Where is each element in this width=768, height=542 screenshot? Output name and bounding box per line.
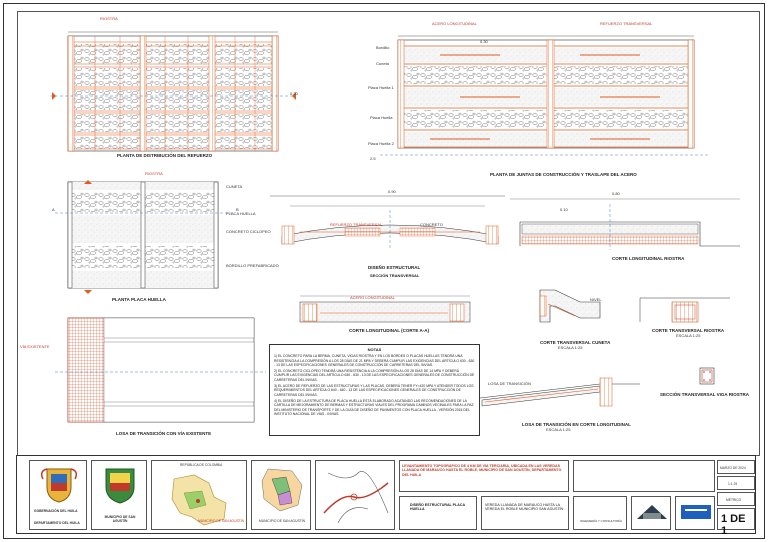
label-acero-cut: ACERO LONGITUDINAL [350,295,395,300]
label-bordillo-pre: BORDILLO PREFABRICADO [226,263,279,268]
joints-plan [380,35,710,156]
sheet-number: 1 DE 1 [721,513,746,537]
date-text: MARZO DE 2024 [720,466,746,470]
label-concreto-cut: CONCRETO [420,222,443,227]
note-3: 3) EL ACERO DE REFUERZO DE LAS ESTRUCTUR… [274,384,474,397]
rostra-section [699,367,715,385]
title-rostra-cut: CORTE TRANSVERSAL RIOSTRA [652,328,725,333]
muni-san-agustin-text: MUNICIPIO DE SAN AGUSTÍN [104,515,136,523]
label-bordillo: Bordillo [376,45,390,50]
label-rev-a: A [52,207,55,212]
location-box: VEREDA LLANADA DE MARAUCO HASTA LA VERED… [481,496,569,530]
label-placa-huella-2: Placa Huella 2 [368,141,394,146]
san-agustin-logo-box: MUNICIPIO DE SAN AGUSTÍN [91,460,147,530]
location-map-icon [323,471,389,524]
title-structural-design: DISEÑO ESTRUCTURAL [368,265,421,270]
firm-logo-icon [681,505,711,519]
title-transition-slab: LOSA DE TRANSICIÓN CON VÍA EXISTENTE [116,431,212,436]
label-rev-b: B [236,207,239,212]
label-dim-e: 0.80 [612,191,620,196]
cross-section [270,195,505,250]
date-box: MARZO DE 2024 [717,460,755,474]
building-logo-icon [637,505,667,519]
dept-huila-text: DEPARTAMENTO DEL HUILA [34,521,80,525]
note-4: 4) EL DISEÑO DE LA ESTRUCTURA DE PLACA H… [274,398,474,416]
gov-huila-text: GOBERNACIÓN DEL HUILA [34,509,78,513]
company-text: INGENIERÍA Y CONSULTORÍA [579,519,623,523]
label-acero: ACERO LONGITUDINAL [432,21,477,26]
title-rostra-section: SECCIÓN TRANSVERSAL VIGA RIOSTRA [660,392,750,397]
logo3-box [675,496,715,530]
label-via-existente: VÍA EXISTENTE [20,344,50,349]
info-grid [573,460,715,492]
note-1: 1) EL CONCRETO PARA LA BERMA, CUNETA, VI… [274,354,475,367]
content-box: DISEÑO ESTRUCTURAL PLACA HUELLA [399,496,477,530]
muni-huila-text: MUNICIPIO DE SAN AGUSTÍN [259,519,305,523]
title-rostra-long-cut: CORTE LONGITUDINAL RIOSTRA [612,256,685,261]
gov-huila-logo-box: GOBERNACIÓN DEL HUILA DEPARTAMENTO DEL H… [29,460,87,530]
rostra-long-cut [510,198,740,250]
label-scale-cuneta: ESCALA 1:25 [558,345,583,350]
label-refuerzo-cut: REFUERZO TRANSVERSAL [330,222,383,227]
location-text: VEREDA LLANADA DE MARAUCO HASTA LA VERED… [485,503,564,512]
label-placa-huella: Placa Huella [370,115,393,120]
notes-box: NOTAS 1) EL CONCRETO PARA LA BERMA, CUNE… [269,344,480,436]
units-text: MÉTRICO [726,498,742,502]
republic-text: REPÚBLICA DE COLOMBIA [180,463,223,467]
reinforcement-plan [50,31,296,152]
scale-text: 1:1 25 [728,482,738,486]
company-box: INGENIERÍA Y CONSULTORÍA [573,496,627,530]
title-long-cut-a: CORTE LONGITUDINAL (CORTE A-A) [349,328,429,333]
colombia-map-icon [171,474,227,526]
label-scale-transition: ESCALA 1:25 [546,427,571,432]
title-block: GOBERNACIÓN DEL HUILA DEPARTAMENTO DEL H… [16,455,756,537]
content-text: DISEÑO ESTRUCTURAL PLACA HUELLA [410,503,465,512]
label-cuneta-huella: CUNETA [226,184,243,189]
label-dim-d: 0.90 [388,189,396,194]
project-box: LEVANTAMIENTO TOPOGRÁFICO DE 4 KM DE VÍA… [399,460,569,492]
colombia-map-box: REPÚBLICA DE COLOMBIA MUNICIPIO DE SAN A… [151,460,247,530]
label-riostra-top: RIOSTRA [100,16,118,21]
label-cuneta: Cuneta [376,61,389,66]
label-riostra-huella: RIOSTRA [145,171,163,176]
title-reinforcement-plan: PLANTA DE DISTRIBUCIÓN DEL REFUERZO [117,153,213,158]
label-dim-c: 0.10 [560,207,568,212]
units-box: MÉTRICO [717,492,755,506]
label-scale-rostra: ESCALA 1:25 [676,333,701,338]
logo2-box [631,496,671,530]
title-cuneta-cut: CORTE TRANSVERSAL CUNETA [540,340,611,345]
cuneta-cut [539,289,601,323]
label-dim-b: 0.20 [290,91,298,96]
label-transition: LOSA DE TRANSICIÓN [488,381,531,386]
title-placa-huella-plan: PLANTA PLACA HUELLA [112,297,166,302]
title-joints-plan: PLANTA DE JUNTAS DE CONSTRUCCIÓN Y TRASL… [490,172,637,177]
label-refuerzo: REFUERZO TRANSVERSAL [600,21,653,26]
note-2: 2) EL CONCRETO CICLOPEO TENDRÁ UNA RESIS… [274,369,475,382]
label-dim-a: 0.30 [480,39,488,44]
shield-icon [105,468,135,504]
label-concreto-ciclopeo: CONCRETO CICLOPEO [226,229,271,234]
muni-label-text: MUNICIPIO DE SAN AGUSTÍN [198,519,244,523]
label-placa-huella-short: PLACA HUELLA [226,211,256,216]
huila-map-icon [261,468,303,512]
scale-box: 1:1 25 [717,476,755,490]
placa-huella-plan [55,180,232,294]
label-nivel: NIVEL [590,297,602,302]
long-cut-a [299,295,471,323]
project-text: LEVANTAMIENTO TOPOGRÁFICO DE 4 KM DE VÍA… [402,464,562,477]
huila-map-box: MUNICIPIO DE SAN AGUSTÍN [251,460,311,530]
title-transition-cut: LOSA DE TRANSICIÓN EN CORTE LONGITUDINAL [522,422,631,427]
label-dim-f: 2.5 [370,156,376,161]
label-placa-huella-1: Placa Huella 1 [368,85,394,90]
notes-title: NOTAS [367,347,382,352]
title-cross-section: SECCIÓN TRANSVERSAL [370,273,420,278]
coat-of-arms-icon [40,468,78,503]
rostra-cut [639,297,730,323]
transition-slab-plan [55,317,266,423]
sheet-box: 1 DE 1 [717,508,755,537]
transition-cut [479,377,640,407]
location-map-box [315,460,395,530]
